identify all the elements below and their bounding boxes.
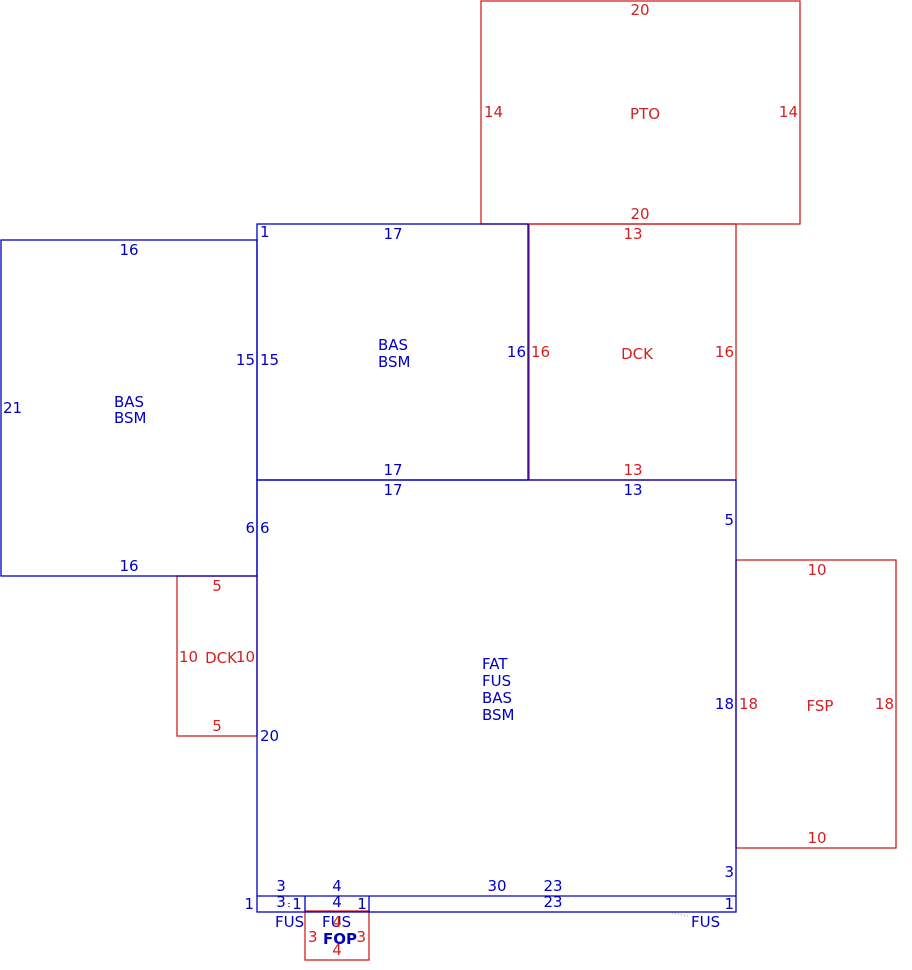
main-right-lower-dim: 3 (724, 863, 734, 881)
fsp-label: FSP (807, 697, 834, 715)
bas-top-bottom-dim: 17 (383, 461, 402, 479)
main-left-mid-dim: 20 (260, 727, 279, 745)
main-top-left-dim: 17 (383, 481, 402, 499)
main-right-upper-dim: 5 (724, 511, 734, 529)
bas-left-lower-right-dim: 6 (245, 519, 255, 537)
fsp-right-dim: 18 (875, 695, 894, 713)
strip-seg1-bottom-dim: 3 (276, 893, 286, 911)
dck-top-left-dim: 16 (531, 343, 550, 361)
strip-right-bottom-dim: 23 (543, 893, 562, 911)
dck-top-top-dim: 13 (623, 225, 642, 243)
bas-top-top-dim: 17 (383, 225, 402, 243)
dck-top-bottom-dim: 13 (623, 461, 642, 479)
strip-fus-mid-label: FUS (322, 913, 351, 931)
dck-left-right-dim: 10 (236, 648, 255, 666)
main-bottom-dim: 30 (487, 877, 506, 895)
strip-left-dim: 1 (244, 895, 254, 913)
strip-seg1-top-dim: 3 (276, 877, 286, 895)
pto-label: PTO (630, 105, 660, 123)
pto-top-dim: 20 (630, 1, 649, 19)
strip-dotted-tail (671, 912, 689, 917)
bas-left-bottom-dim: 16 (119, 557, 138, 575)
bas-left-left-dim: 21 (3, 399, 22, 417)
main-label-4: BSM (482, 706, 515, 724)
dck-left-bottom-dim: 5 (212, 717, 222, 735)
bas-left-label-1: BAS (114, 393, 144, 411)
strip-seg1-inner-dim: 1 (292, 895, 302, 913)
main-label-3: BAS (482, 689, 512, 707)
strip-seg2-bottom-dim: 4 (332, 893, 342, 911)
fop-label: FOP (323, 930, 357, 948)
bas-top-left-dim: 15 (260, 351, 279, 369)
strip-seg2-inner-dim: 1 (357, 895, 367, 913)
fop-right-dim: 3 (356, 928, 366, 946)
main-area-outline (256, 479, 737, 913)
bas-left-label-2: BSM (114, 409, 147, 427)
bas-top-right-dim: 16 (507, 343, 526, 361)
bas-top-corner-dim: 1 (260, 223, 270, 241)
main-label-2: FUS (482, 672, 511, 690)
fop-left-dim: 3 (308, 928, 318, 946)
main-bottom-right-dim: 23 (543, 877, 562, 895)
bas-left-right-dim: 15 (236, 351, 255, 369)
main-top-right-dim: 13 (623, 481, 642, 499)
main-label-1: FAT (482, 655, 508, 673)
main-left-upper-dim: 6 (260, 519, 270, 537)
fop-outline (304, 910, 370, 961)
pto-left-dim: 14 (484, 103, 503, 121)
strip-seg2-top-dim: 4 (332, 877, 342, 895)
pto-bottom-dim: 20 (630, 205, 649, 223)
bas-top-label-2: BSM (378, 353, 411, 371)
dck-top-right-dim: 16 (715, 343, 734, 361)
dck-top-label: DCK (621, 345, 654, 363)
dck-left-top-dim: 5 (212, 577, 222, 595)
strip-fus-right-label: FUS (691, 913, 720, 931)
strip-fus-left-label: FUS (275, 913, 304, 931)
dck-left-label: DCK (205, 649, 238, 667)
fsp-top-dim: 10 (807, 561, 826, 579)
fsp-left-dim: 18 (739, 695, 758, 713)
fsp-bottom-dim: 10 (807, 829, 826, 847)
main-right-mid-dim: 18 (715, 695, 734, 713)
fop-bottom-dim: 4 (332, 941, 342, 959)
pto-right-dim: 14 (779, 103, 798, 121)
strip-right-end-dim: 1 (724, 895, 734, 913)
dck-left-left-dim: 10 (179, 648, 198, 666)
bas-top-label-1: BAS (378, 336, 408, 354)
fop-top-dim: 4 (332, 913, 342, 931)
bas-left-top-dim: 16 (119, 241, 138, 259)
